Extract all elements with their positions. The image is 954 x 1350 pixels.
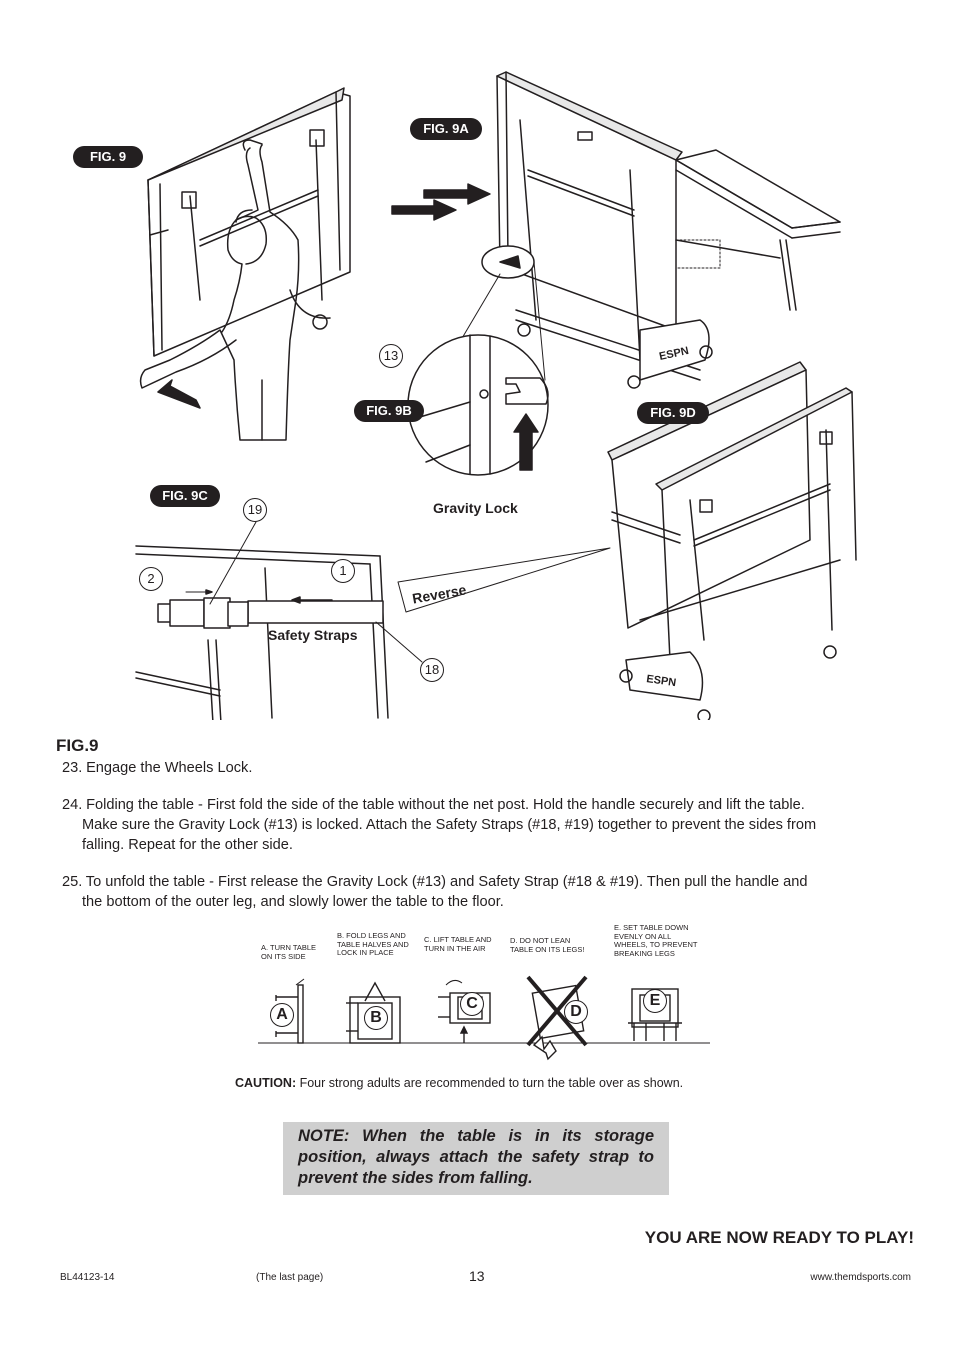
storage-note: NOTE: When the table is in its storage p… — [283, 1122, 669, 1195]
step-text-line: the bottom of the outer leg, and slowly … — [82, 894, 504, 910]
step-number: 25. — [62, 874, 83, 890]
step-text-line: Make sure the Gravity Lock (#13) is lock… — [82, 817, 817, 833]
ready-to-play-text: YOU ARE NOW READY TO PLAY! — [644, 1228, 914, 1247]
step-d-marker: D — [564, 1000, 588, 1024]
caution-text: CAUTION: Four strong adults are recommen… — [235, 1076, 683, 1090]
footer-last-page: (The last page) — [256, 1272, 324, 1283]
fig9a-label: FIG. 9A — [410, 118, 482, 140]
fig9a-drawing: ESPN — [391, 71, 841, 463]
step-25: 25. To unfold the table - First release … — [62, 872, 902, 912]
step-text: Engage the Wheels Lock. — [86, 760, 253, 776]
callout-19: 19 — [243, 498, 267, 522]
fig9b-label: FIG. 9B — [354, 400, 424, 422]
gravity-lock-label: Gravity Lock — [433, 500, 518, 516]
fig9b-drawing — [407, 334, 549, 476]
step-text-line: Folding the table - First fold the side … — [86, 797, 805, 813]
fig9c-label: FIG. 9C — [150, 485, 220, 507]
steps-diagram — [258, 975, 710, 1061]
callout-18: 18 — [420, 658, 444, 682]
caution-body: Four strong adults are recommended to tu… — [296, 1076, 684, 1090]
step-b-marker: B — [364, 1006, 388, 1030]
callout-1: 1 — [331, 559, 355, 583]
callout-2: 2 — [139, 567, 163, 591]
fig9c-drawing — [135, 521, 611, 720]
step-number: 24. — [62, 797, 83, 813]
callout-13: 13 — [379, 344, 403, 368]
fig9-label: FIG. 9 — [73, 146, 143, 168]
footer-code: BL44123-14 — [60, 1272, 115, 1283]
step-23: 23. Engage the Wheels Lock. — [62, 758, 902, 778]
svg-text:ESPN: ESPN — [646, 673, 677, 689]
page-number: 13 — [469, 1268, 485, 1284]
step-text-line: To unfold the table - First release the … — [85, 874, 808, 890]
safety-straps-label: Safety Straps — [268, 627, 358, 643]
fig9d-label: FIG. 9D — [637, 402, 709, 424]
fig9-drawing — [139, 87, 351, 441]
caution-label: CAUTION: — [235, 1076, 297, 1090]
footer-url: www.themdsports.com — [810, 1272, 911, 1283]
step-e-marker: E — [643, 989, 667, 1013]
step-a-marker: A — [270, 1003, 294, 1027]
step-24: 24. Folding the table - First fold the s… — [62, 795, 902, 855]
step-c-marker: C — [460, 992, 484, 1016]
assembly-illustrations: ESPN — [135, 71, 857, 720]
step-number: 23. — [62, 760, 83, 776]
fig-heading: FIG.9 — [56, 736, 99, 755]
step-text-line: falling. Repeat for the other side. — [82, 837, 293, 853]
